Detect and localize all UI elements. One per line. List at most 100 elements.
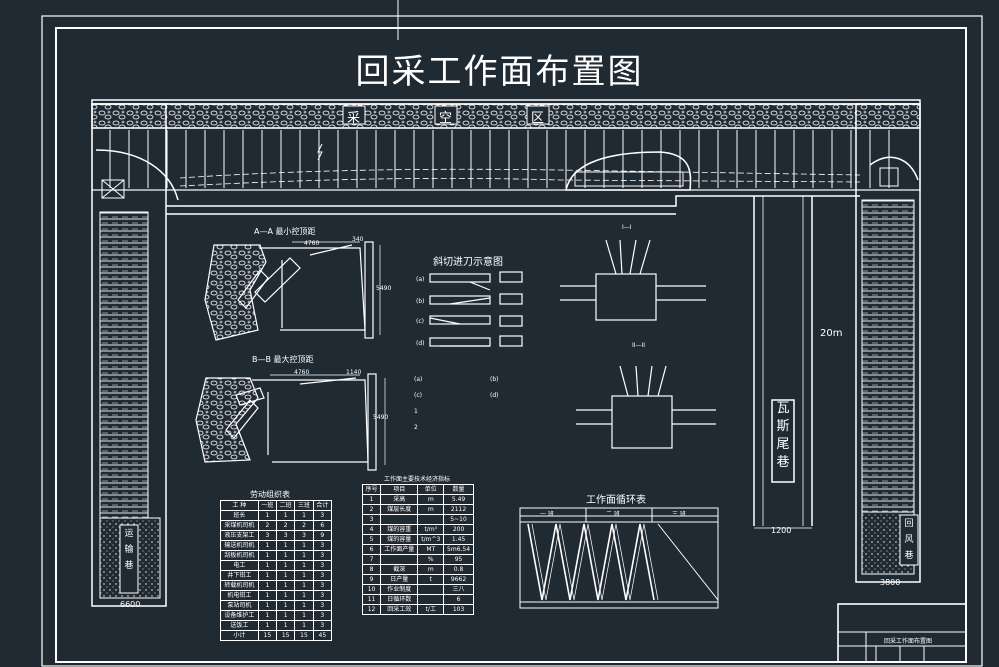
labor_table-header-cell: 合计 [312,500,333,511]
tech_table-header-cell: 单位 [417,484,445,495]
labor_table-cell: 转载机司机 [220,580,259,591]
cycle-chart [519,507,719,609]
tech_table-cell: m [417,564,445,575]
tech_table-cell: 5~10 [443,514,474,525]
goaf-label-boxes [342,105,550,125]
labor_table-cell: 1 [294,550,314,561]
labor_table-cell: 1 [294,510,314,521]
tech-table-title: 工作面主要技术经济指标 [384,476,451,483]
labor_table-cell: 1 [294,580,314,591]
labor_table-cell: 1 [294,600,314,611]
tech_table-cell: 5.49 [443,494,474,505]
tech_table-cell: 103 [443,604,474,615]
hydraulic-supports [109,130,890,188]
labor_table-cell: 15 [257,630,278,641]
drawing-frame [41,0,983,667]
section-a-title: A—A 最小控顶距 [254,227,316,236]
labor_table-cell: 1 [257,540,278,551]
labor_table-cell: 3 [312,510,333,521]
tech_table-cell: 9 [361,574,382,585]
left-road-label: 运输巷 [124,529,134,571]
tech_table-cell [380,554,419,565]
tech_table-cell: 日循环数 [380,594,419,605]
labor_table-cell: 1 [257,580,278,591]
oblique-legend-d: (d) [490,392,499,399]
tech_table-cell: 4 [361,524,382,535]
labor_table-cell: 井下钳工 [220,570,259,581]
labor_table-cell: 电工 [220,560,259,571]
labor_table-cell: 6 [312,520,333,531]
right-roadway [855,103,921,583]
labor_table-cell: 1 [294,610,314,621]
tech_table-cell: 作业制度 [380,584,419,595]
labor_table-cell: 班长 [220,510,259,521]
labor_table-cell: 3 [257,530,278,541]
section-a-dim-height: 5490 [376,285,392,292]
tech_table-cell: 1.45 [443,534,474,545]
labor_table-cell: 1 [257,610,278,621]
section-b-dim-height: 5490 [373,414,389,421]
tech_table-cell: 煤层长度 [380,504,419,515]
tech_table-cell: 200 [443,524,474,535]
labor_table-cell: 1 [257,600,278,611]
tech_table-cell: 7 [361,554,382,565]
labor_table-cell: 3 [312,610,333,621]
tech_table-cell: 采高 [380,494,419,505]
labor_table-cell: 1 [294,620,314,631]
labor_table-cell: 1 [257,620,278,631]
right-width-dim: 3800 [880,578,901,587]
labor_table-cell: 采煤机司机 [220,520,259,531]
goaf-char-1: 采 [347,111,361,126]
labor_table-cell: 1 [276,580,296,591]
left-width-dim: 6600 [120,600,141,609]
right-road-label: 回风巷 [904,519,914,561]
labor_table-cell: 1 [276,600,296,611]
table-row: 7%95 [361,554,474,565]
labor_table-cell: 设备维护工 [220,610,259,621]
cycle-shift-1: 一 班 [540,511,554,518]
goaf-band [91,99,921,201]
labor_table-cell: 1 [257,590,278,601]
labor_table-header-cell: 三班 [294,500,314,511]
labor_table-cell: 1 [276,610,296,621]
tech_table-cell: 截深 [380,564,419,575]
tech_table-cell: 10 [361,584,382,595]
labor_table-cell: 3 [312,590,333,601]
labor_table-cell: 3 [312,600,333,611]
labor_table-cell: 1 [257,560,278,571]
tech_table-cell: 1 [361,494,382,505]
tech_table-cell: 6 [443,594,474,605]
section-b-title: B—B 最大控顶距 [252,355,314,364]
labor_table-cell: 2 [294,520,314,531]
labor_table-cell: 输送机司机 [220,540,259,551]
tech_table-cell: t/m^3 [417,534,445,545]
tech_table-header-cell: 数量 [443,484,474,495]
labor_table-cell: 3 [312,620,333,631]
labor_table-cell: 1 [276,570,296,581]
section-b-drawing [195,373,386,471]
labor_table-cell: 9 [312,530,333,541]
tech_table-cell: m [417,504,445,515]
labor_table-cell: 小计 [220,630,259,641]
labor_table-cell: 1 [276,550,296,561]
tech_table-cell: t [417,574,445,585]
oblique-legend-b: (b) [490,376,499,383]
tech_table-cell: 95 [443,554,474,565]
labor_table-cell: 1 [276,590,296,601]
